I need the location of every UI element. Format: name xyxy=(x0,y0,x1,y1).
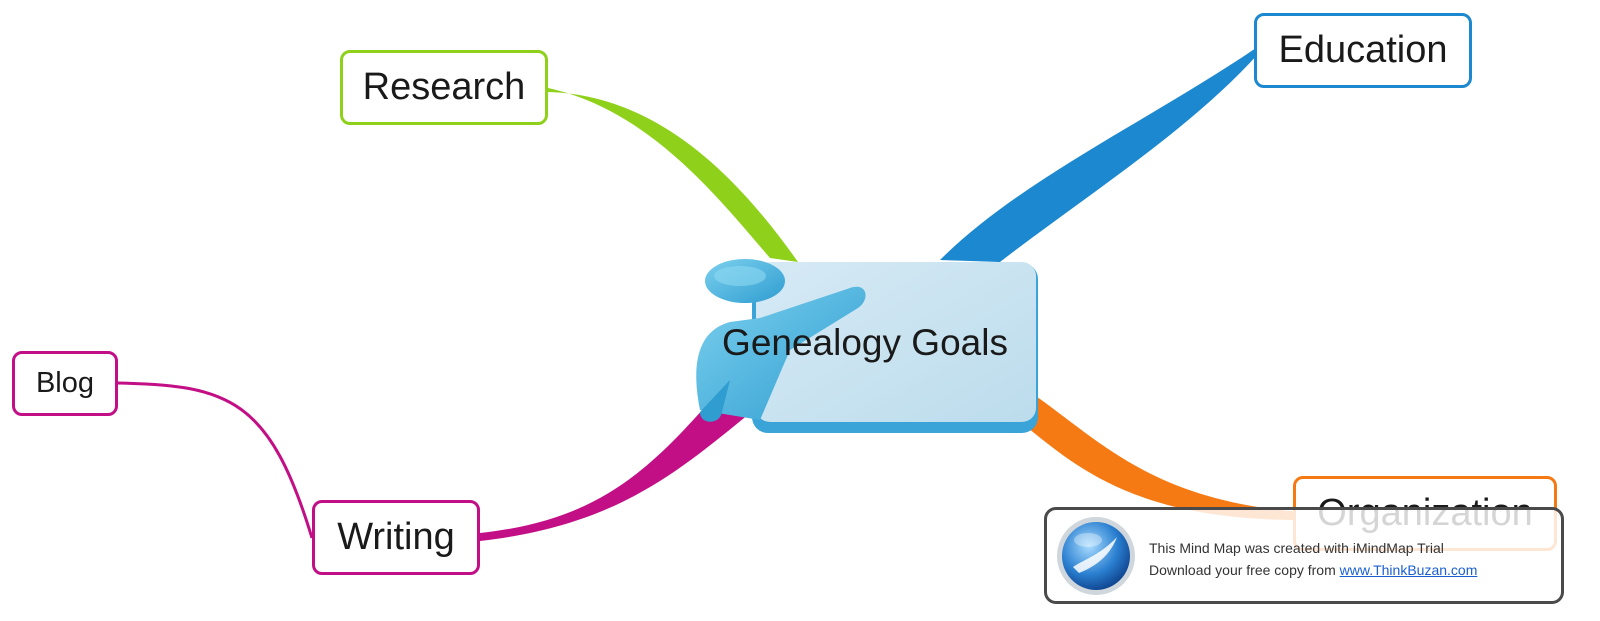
topic-education-label: Education xyxy=(1278,29,1448,71)
trial-banner: This Mind Map was created with iMindMap … xyxy=(1044,507,1564,604)
central-topic[interactable]: Genealogy Goals xyxy=(722,322,1008,363)
trial-line-2: Download your free copy from www.ThinkBu… xyxy=(1149,559,1477,581)
imindmap-logo-icon xyxy=(1057,517,1135,595)
trial-line-2-prefix: Download your free copy from xyxy=(1149,562,1340,578)
branch-organization xyxy=(1028,392,1300,520)
topic-writing[interactable]: Writing xyxy=(312,500,480,575)
trial-text: This Mind Map was created with iMindMap … xyxy=(1149,537,1477,581)
branch-education xyxy=(940,48,1258,262)
branch-research xyxy=(548,88,798,262)
thinkbuzan-link[interactable]: www.ThinkBuzan.com xyxy=(1339,562,1478,578)
trial-line-1: This Mind Map was created with iMindMap … xyxy=(1149,540,1444,556)
topic-research-label: Research xyxy=(362,66,526,108)
topic-education[interactable]: Education xyxy=(1254,13,1472,88)
topic-blog-label: Blog xyxy=(35,367,95,399)
topic-research[interactable]: Research xyxy=(340,50,548,125)
branch-blog xyxy=(117,381,314,539)
topic-blog[interactable]: Blog xyxy=(12,351,118,416)
topic-writing-label: Writing xyxy=(337,516,455,558)
person-presenting-board-icon xyxy=(696,259,1038,433)
branch-writing xyxy=(480,390,760,541)
